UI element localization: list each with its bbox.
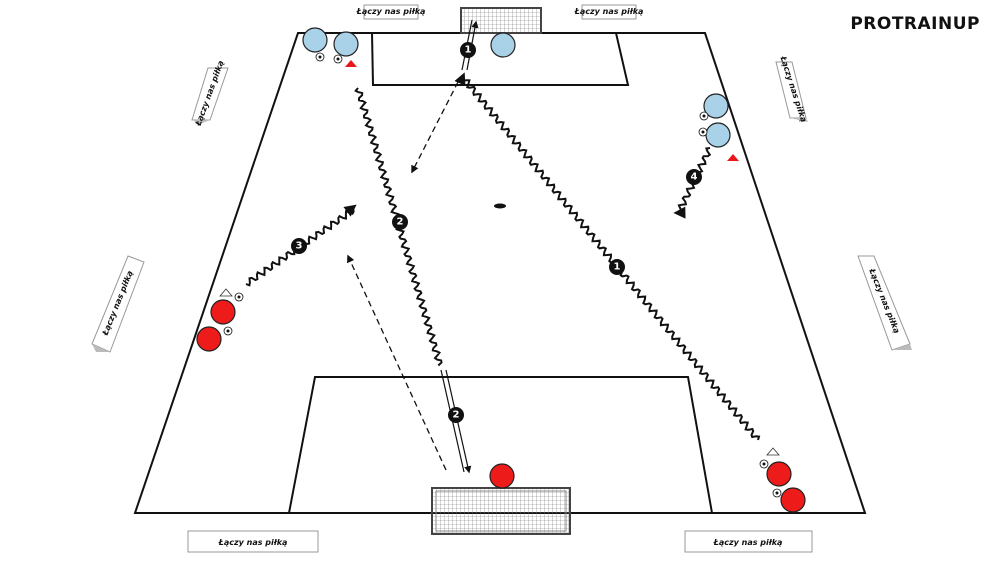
player-red — [196, 326, 222, 352]
ball-icon — [223, 326, 233, 336]
ad-board-right-upper: Łączy nas piłką — [775, 54, 808, 123]
player-red — [489, 463, 515, 489]
step-marker-label: 1 — [614, 262, 621, 273]
step-marker-label: 4 — [691, 172, 698, 183]
step-marker: 1 — [609, 259, 625, 275]
ball-icon — [759, 459, 769, 469]
ad-board-top-right: Łączy nas piłką — [574, 4, 644, 20]
cone-red — [727, 154, 739, 161]
ball-icon — [699, 111, 709, 121]
brand-logo: PROTRAINUP — [850, 14, 980, 34]
ad-board-left-lower: Łączy nas piłką — [91, 255, 145, 353]
player-red — [780, 487, 806, 513]
ad-board-left-upper: Łączy nas piłką — [191, 59, 229, 128]
step-marker-label: 1 — [465, 45, 472, 56]
ad-board-bottom-right: Łączy nas piłką — [684, 530, 813, 553]
step-marker: 1 — [460, 42, 476, 58]
player-blue — [490, 32, 516, 58]
step-marker: 2 — [448, 407, 464, 423]
cone-white — [766, 447, 780, 456]
step-marker: 2 — [392, 214, 408, 230]
bottom-goal — [431, 487, 571, 535]
player-blue — [703, 93, 729, 119]
ball-icon — [234, 292, 244, 302]
top-goal — [460, 7, 542, 34]
ad-board-right-lower: Łączy nas piłką — [857, 255, 912, 351]
ad-board-label: Łączy nas piłką — [574, 7, 644, 16]
cone-white — [219, 288, 233, 297]
step-marker-label: 2 — [397, 217, 404, 228]
dribble-path-1 — [454, 72, 761, 441]
ad-board-label: Łączy nas piłką — [218, 538, 288, 547]
pitch-outline — [133, 32, 867, 514]
ball-icon — [333, 54, 343, 64]
player-red — [766, 461, 792, 487]
player-blue — [333, 31, 359, 57]
player-blue — [302, 27, 328, 53]
ad-board-top-left: Łączy nas piłką — [356, 4, 426, 20]
run-arrow-top — [411, 81, 459, 174]
cone-red — [345, 60, 357, 67]
center-spot — [494, 203, 506, 209]
ball-icon — [772, 488, 782, 498]
ball-icon — [698, 127, 708, 137]
ball-icon — [315, 52, 325, 62]
player-red — [210, 299, 236, 325]
step-marker-label: 2 — [453, 410, 460, 421]
player-blue — [705, 122, 731, 148]
ad-board-label: Łączy nas piłką — [713, 538, 783, 547]
ad-board-bottom-left: Łączy nas piłką — [187, 530, 319, 553]
ad-board-label: Łączy nas piłką — [356, 7, 426, 16]
step-marker: 3 — [291, 238, 307, 254]
step-marker: 4 — [686, 169, 702, 185]
bottom-penalty-area — [287, 376, 714, 514]
run-arrow-bottom — [347, 254, 447, 471]
step-marker-label: 3 — [296, 241, 303, 252]
